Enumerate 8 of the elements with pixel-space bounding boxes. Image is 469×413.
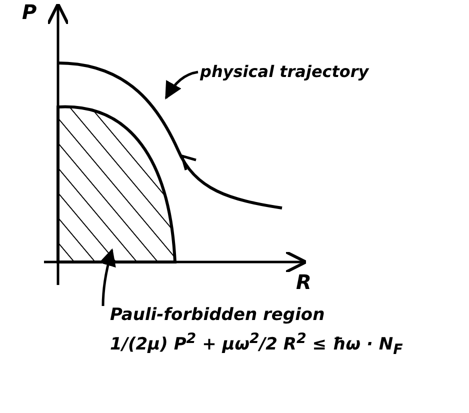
inequality-formula: 1/(2μ) P$^{2}$ + μω$^{2}$/2 R$^{2}$ ≤ ħω · N$_{F}$ xyxy=(110,331,403,358)
hatched-region xyxy=(56,106,176,264)
leader-line xyxy=(99,248,116,306)
leader-line xyxy=(164,70,198,100)
callout-label: physical trajectory xyxy=(200,62,369,81)
axis-label: P xyxy=(22,0,37,24)
axis-label: R xyxy=(296,270,312,294)
callout-label: Pauli-forbidden region xyxy=(110,305,326,325)
